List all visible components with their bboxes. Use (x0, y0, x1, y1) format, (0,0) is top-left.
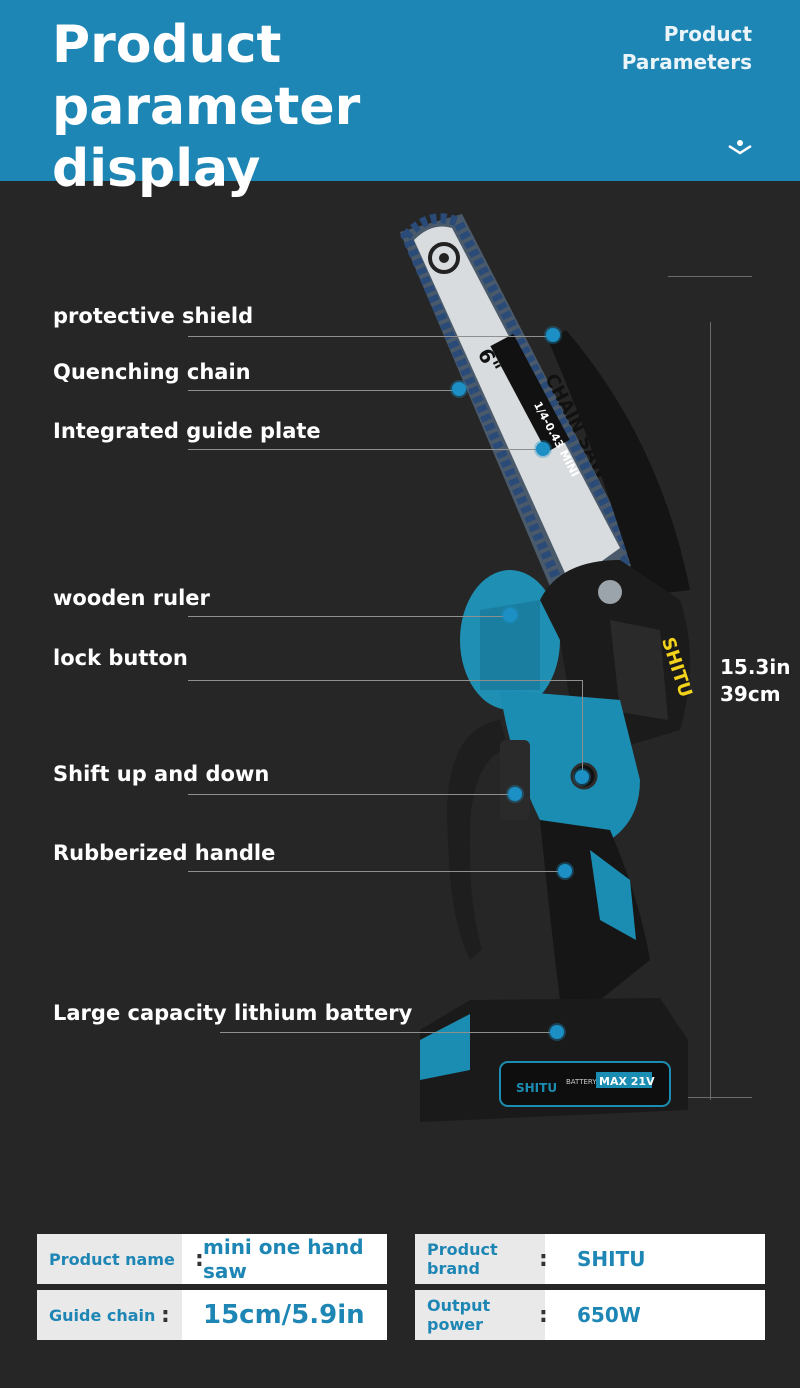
label-rubberized-handle: Rubberized handle (53, 841, 276, 865)
chainsaw-illustration: 6" CHAIN SAW 1/4-0.43 MINI SHITU SHITU B… (400, 213, 696, 1122)
marker-dot (546, 328, 560, 342)
spec-key: Output power (415, 1290, 545, 1340)
battery-logo-text: SHITU (516, 1081, 557, 1095)
header-banner: Product parameter display Product Parame… (0, 0, 800, 199)
spec-product-brand: Product brand : SHITU (415, 1234, 765, 1284)
label-protective-shield: protective shield (53, 304, 254, 328)
hand-guard (447, 720, 508, 960)
leader-line (188, 390, 460, 391)
spec-output-power: Output power : 650W (415, 1290, 765, 1340)
section-tag: Product Parameters (572, 20, 752, 76)
marker-dot (550, 1025, 564, 1039)
spec-colon: : (161, 1302, 170, 1328)
leader-line (188, 794, 512, 795)
battery-label-text: BATTERY (566, 1078, 597, 1086)
leader-line (188, 616, 506, 617)
label-integrated-guide-plate: Integrated guide plate (53, 419, 321, 443)
spec-value: 15cm/5.9in (203, 1300, 365, 1330)
saw-body (500, 690, 640, 840)
marker-dot (508, 787, 522, 801)
protective-shield (548, 330, 690, 596)
spec-colon: : (539, 1246, 548, 1272)
guide-bar: 6" CHAIN SAW 1/4-0.43 MINI (400, 213, 640, 610)
dimension-inches: 15.3in (720, 655, 791, 679)
chevron-down-icon (728, 140, 752, 155)
spec-colon: : (539, 1302, 548, 1328)
battery-pack: SHITU BATTERY MAX 21V (420, 998, 688, 1122)
rubberized-handle (540, 820, 650, 1000)
label-lock-button: lock button (53, 646, 188, 670)
spec-key: Product name (37, 1234, 182, 1284)
page-title-line2: display (52, 139, 261, 199)
label-quenching-chain: Quenching chain (53, 360, 251, 384)
leader-line (220, 1032, 554, 1033)
leader-line (582, 680, 583, 776)
section-tag-line2: Parameters (621, 50, 752, 74)
marker-dot (575, 770, 589, 784)
dimension-top-line (668, 276, 752, 277)
label-wooden-ruler: wooden ruler (53, 586, 210, 610)
spec-colon: : (195, 1246, 204, 1272)
spec-guide-chain: Guide chain : 15cm/5.9in (37, 1290, 387, 1340)
dimension-line (710, 322, 711, 1100)
marker-dot (536, 442, 550, 456)
label-lithium-battery: Large capacity lithium battery (53, 1001, 413, 1025)
marker-dot (503, 608, 517, 622)
spec-value: 650W (577, 1303, 641, 1327)
spec-key: Product brand (415, 1234, 545, 1284)
marker-dot (452, 382, 466, 396)
spec-value: SHITU (577, 1247, 646, 1271)
dimension-cm: 39cm (720, 682, 781, 706)
page-title-line1: Product parameter (52, 15, 361, 137)
section-tag-line1: Product (663, 22, 752, 46)
battery-max-text: MAX 21V (599, 1075, 655, 1088)
leader-line (188, 680, 582, 681)
spec-product-name: Product name : mini one hand saw (37, 1234, 387, 1284)
leader-line (188, 871, 562, 872)
spec-key: Guide chain (37, 1290, 182, 1340)
dimension-bottom-line (688, 1097, 752, 1098)
page-title: Product parameter display (52, 14, 592, 200)
spec-value: mini one hand saw (203, 1235, 364, 1283)
leader-line (188, 449, 544, 450)
label-shift-up-and-down: Shift up and down (53, 762, 270, 786)
leader-line (188, 336, 558, 337)
marker-dot (558, 864, 572, 878)
